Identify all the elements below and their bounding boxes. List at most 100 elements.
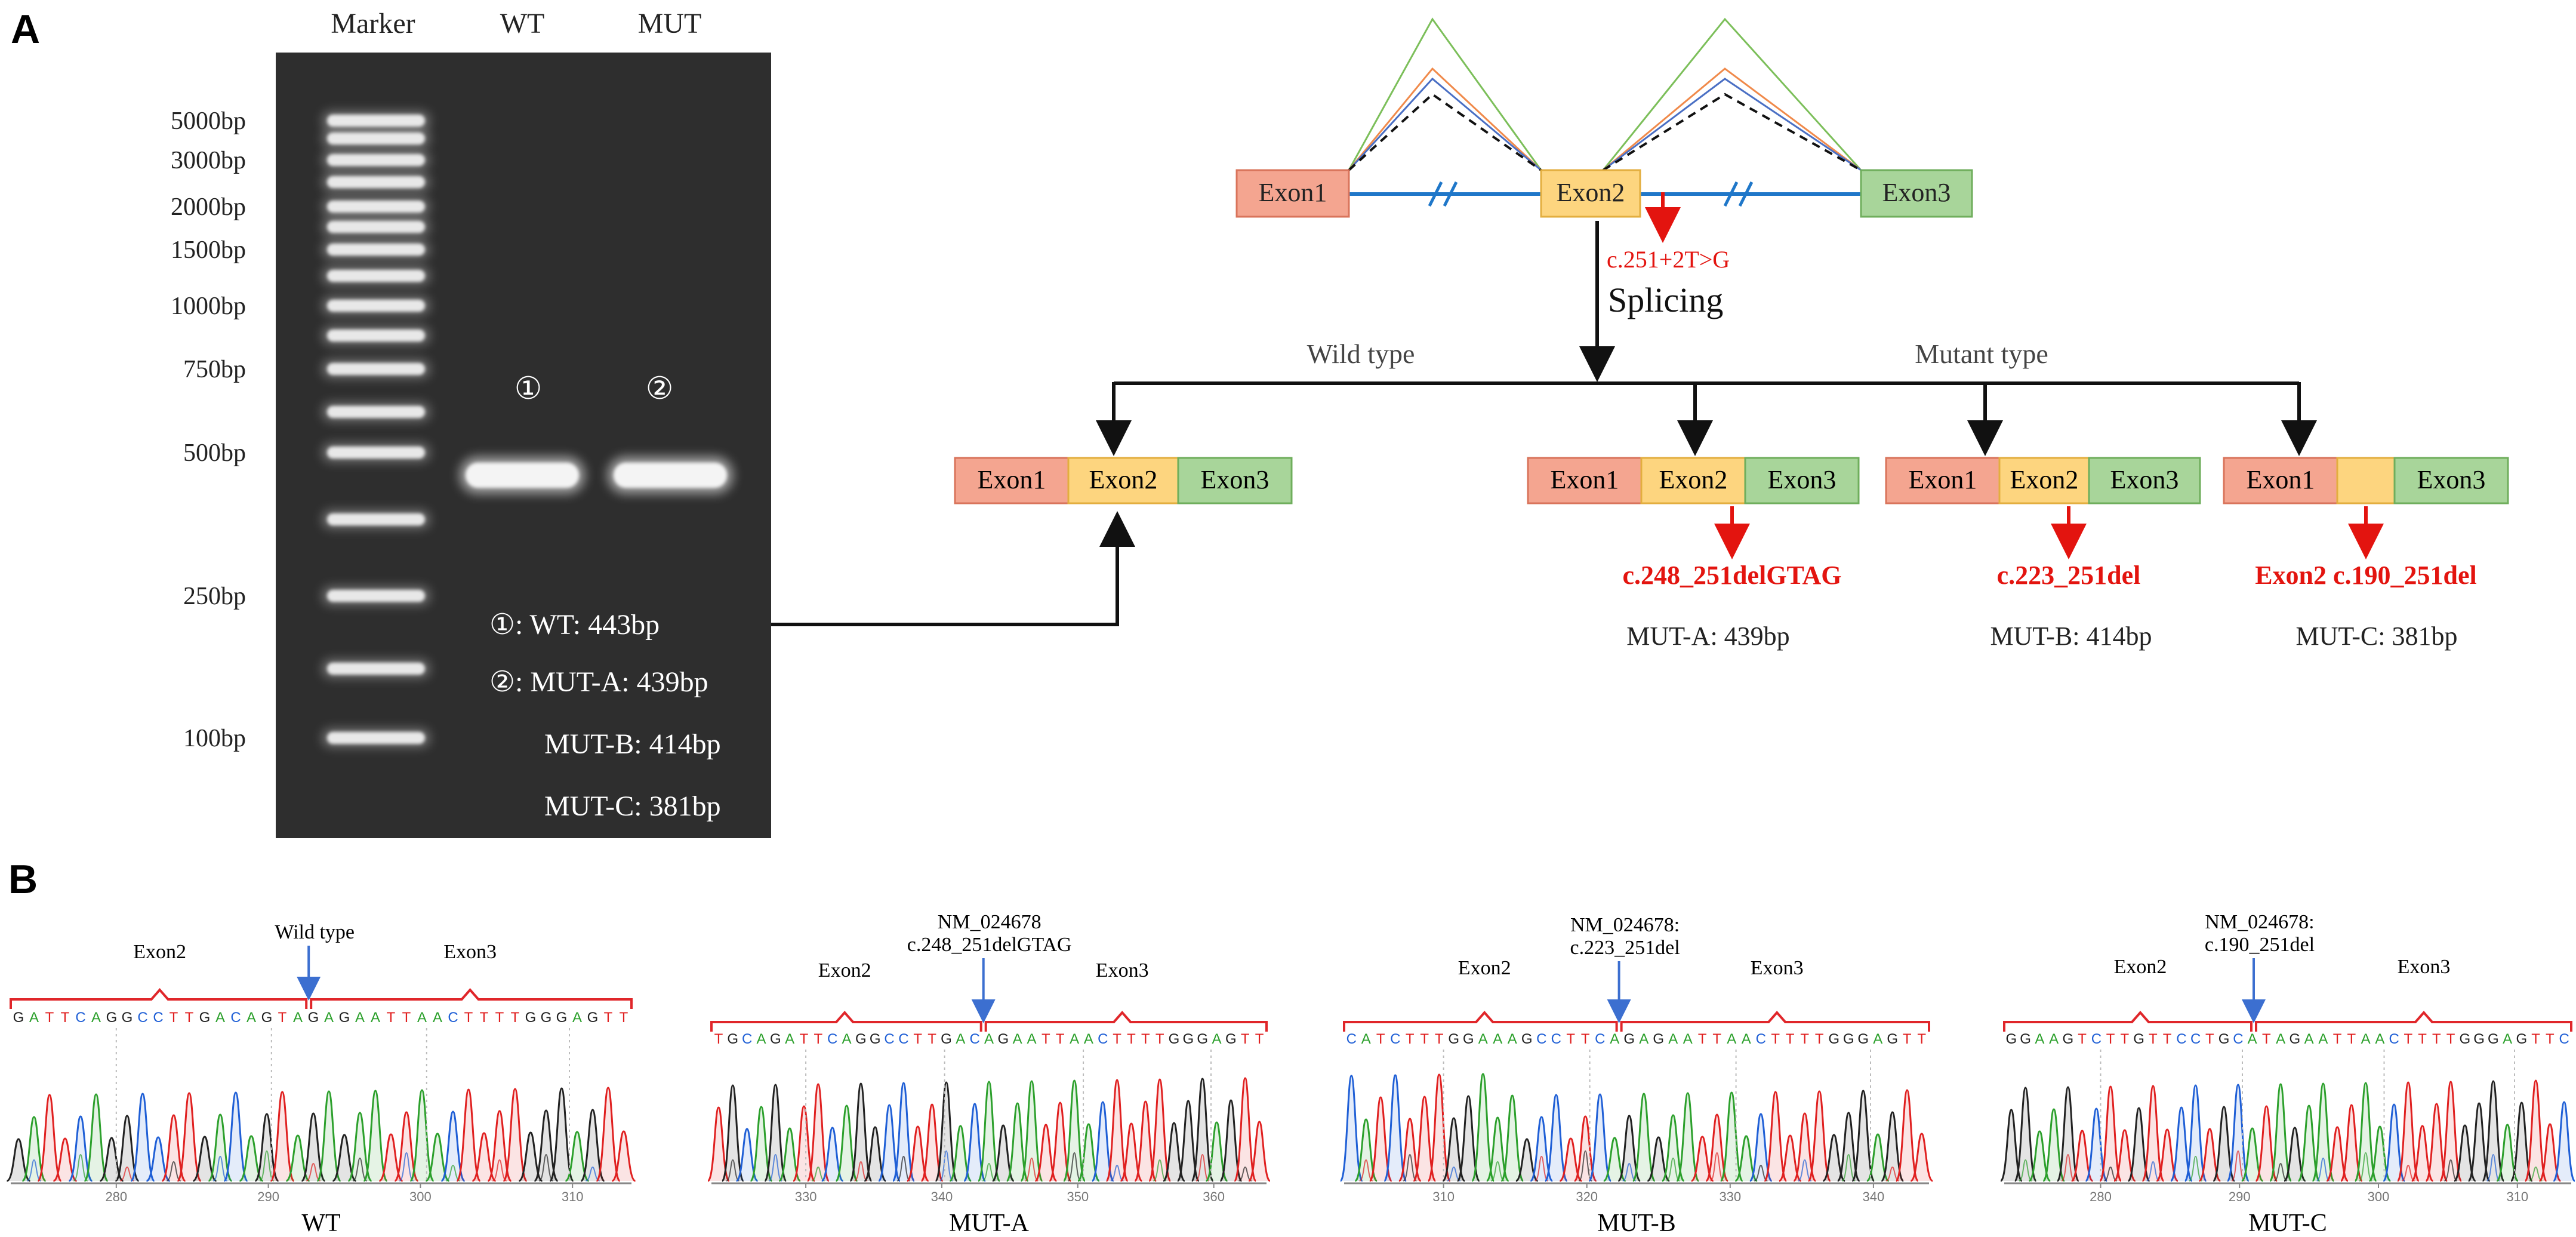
trace-minor-peak — [73, 1153, 88, 1181]
trace-peak — [2156, 1128, 2178, 1182]
trace-peak — [707, 1106, 731, 1182]
product-mut-b-exon3 — [2088, 457, 2201, 504]
genomic-exon3-label: Exon3 — [1882, 178, 1951, 207]
trace-base-call: G — [1828, 1031, 1839, 1047]
trace-minor-peak — [119, 1166, 135, 1181]
trace-peak — [1441, 1117, 1466, 1182]
trace-peak — [1133, 1100, 1157, 1182]
trace-peak — [1691, 1136, 1714, 1182]
trace-minor-peak — [538, 1153, 554, 1181]
trace-peak — [2170, 1106, 2193, 1182]
trace-minor-peak — [1754, 1164, 1768, 1181]
trace-base-call: T — [2404, 1031, 2413, 1047]
product-mut-a-exon3-label: Exon3 — [1768, 465, 1837, 494]
ladder-band — [327, 201, 425, 213]
trace-minor-peak — [2401, 1164, 2415, 1181]
trace-base-call: A — [2375, 1031, 2384, 1047]
trace-peak — [2212, 1106, 2236, 1182]
trace-base-call: G — [1463, 1031, 1474, 1047]
lane-label-marker: Marker — [331, 8, 415, 39]
trace-peak — [1588, 1093, 1612, 1182]
trace-minor-peak — [1841, 1153, 1856, 1181]
trace-peak — [394, 1111, 419, 1182]
trace-exon-left-label: Exon2 — [133, 941, 186, 963]
trace-peak — [1120, 1122, 1143, 1182]
trace-peak — [239, 1135, 264, 1182]
trace-base-call: G — [525, 1010, 537, 1026]
trace-peak — [991, 1124, 1015, 1182]
trace-peak — [721, 1084, 745, 1182]
trace-minor-peak — [1067, 1152, 1081, 1181]
product-wt-exon1 — [954, 457, 1070, 504]
trace-base-call: G — [2063, 1031, 2074, 1047]
trace-peak — [1779, 1134, 1802, 1182]
trace-junction-label: c.223_251del — [1570, 937, 1680, 959]
trace-peak — [223, 1091, 248, 1182]
trace-base-call: C — [153, 1010, 163, 1026]
trace-base-call: T — [1127, 1031, 1136, 1047]
trace-axis-tick-label: 280 — [2090, 1189, 2112, 1204]
product-mut-c-exon3 — [2393, 457, 2509, 504]
trace-peak — [1427, 1073, 1452, 1182]
ladder-labels: 5000bp3000bp2000bp1500bp1000bp750bp500bp… — [171, 107, 246, 752]
trace-peak — [347, 1112, 372, 1182]
trace-peak — [2467, 1102, 2491, 1182]
trace-minor-peak — [2146, 1161, 2160, 1181]
trace-peak — [1020, 1080, 1043, 1182]
trace-minor-peak — [726, 1159, 740, 1181]
trace-base-call: A — [956, 1031, 965, 1047]
trace-base-call: T — [1917, 1031, 1926, 1047]
trace-minor-peak — [1359, 1159, 1373, 1181]
trace-base-call: G — [1623, 1031, 1635, 1047]
trace-base-call: A — [1361, 1031, 1371, 1047]
trace-base-call: T — [1435, 1031, 1444, 1047]
trace-base-call: A — [2276, 1031, 2285, 1047]
trace-base-call: G — [2460, 1031, 2471, 1047]
trace-base-call: G — [1197, 1031, 1208, 1047]
trace-base-call: G — [556, 1010, 568, 1026]
trace-peak — [1647, 1136, 1670, 1182]
trace-axis-tick-label: 330 — [795, 1189, 817, 1204]
trace-base-call: T — [2333, 1031, 2342, 1047]
trace-peak — [1486, 1116, 1510, 1182]
trace-peak — [37, 1094, 62, 1182]
genomic-exon3 — [1860, 169, 1973, 218]
trace-base-call: C — [75, 1010, 85, 1026]
arc-dashed-left — [1348, 93, 1542, 171]
trace-minor-peak — [1447, 1166, 1461, 1181]
ladder-band — [327, 663, 425, 675]
trace-peak — [1383, 1074, 1407, 1182]
trace-minor-peak — [166, 1161, 181, 1181]
trace-peak — [1705, 1113, 1729, 1182]
trace-peak — [2099, 1085, 2122, 1182]
trace-peak — [549, 1087, 574, 1182]
ladder-label: 100bp — [183, 725, 246, 752]
trace-base-call: G — [1169, 1031, 1180, 1047]
trace-peak — [456, 1088, 481, 1182]
product-wt: Exon1 Exon2 Exon3 — [954, 457, 1293, 504]
trace-base-call: T — [1786, 1031, 1795, 1047]
trace-base-call: G — [2006, 1031, 2017, 1047]
trace-base-call: T — [170, 1010, 178, 1026]
mut-band — [614, 463, 727, 488]
trace-base-call: A — [1873, 1031, 1882, 1047]
trace-peak — [208, 1113, 233, 1182]
trace-axis-tick-label: 310 — [562, 1189, 584, 1204]
product-mut-b: Exon1 Exon2 Exon3 c.223_251del MUT-B: 41… — [1885, 457, 2201, 651]
trace-minor-peak — [1578, 1150, 1593, 1181]
product-mut-c-exon2-remnant — [2336, 457, 2396, 504]
trace-base-call: T — [61, 1010, 70, 1026]
trace-peak — [301, 1112, 326, 1182]
trace-base-call: A — [417, 1010, 427, 1026]
trace-base-call: G — [308, 1010, 319, 1026]
trace-peak — [763, 1084, 787, 1182]
trace-minor-peak — [306, 1162, 321, 1181]
trace-peak — [161, 1114, 186, 1182]
trace-axis-tick-label: 290 — [2229, 1189, 2251, 1204]
trace-base-call: C — [230, 1010, 241, 1026]
ladder-label: 750bp — [183, 356, 246, 383]
trace-peak — [285, 1134, 310, 1182]
